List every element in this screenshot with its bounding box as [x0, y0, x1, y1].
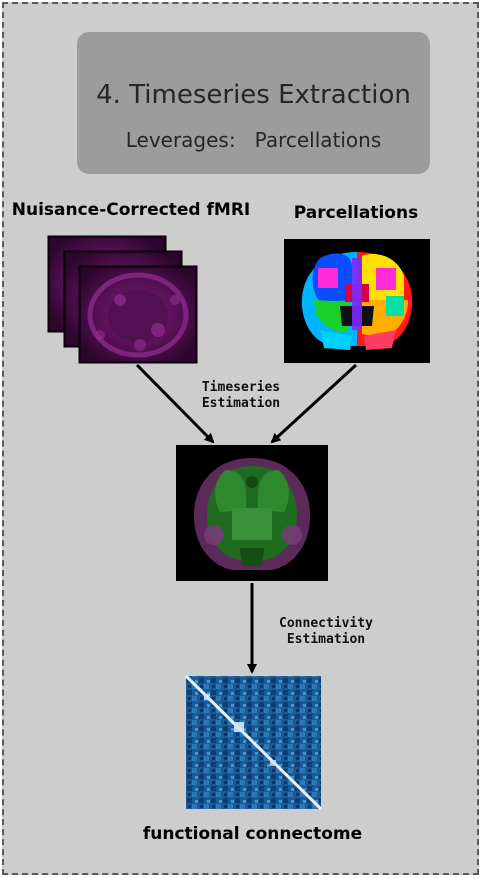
fmri-stack-icon: [47, 235, 198, 364]
connectivity-estimation-label: Connectivity Estimation: [262, 616, 390, 648]
connectome-label: functional connectome: [142, 824, 363, 844]
connectivity-line2: Estimation: [286, 632, 366, 647]
connectome-matrix-icon: [184, 674, 323, 811]
stage-title: 4. Timeseries Extraction: [96, 80, 411, 110]
timeseries-line1: Timeseries: [201, 380, 281, 395]
fmri-to-overlay-arrow: [135, 363, 215, 444]
overlay-brain-icon: [176, 445, 328, 581]
parcellation-to-overlay-arrow: [270, 363, 358, 444]
timeseries-line2: Estimation: [201, 396, 281, 411]
parcellation-brain-icon: [284, 239, 430, 363]
parcellations-label: Parcellations: [293, 203, 419, 223]
connectivity-line1: Connectivity: [279, 616, 373, 631]
stage-leverages: Leverages: Parcellations: [125, 128, 382, 152]
stage-header: 4. Timeseries Extraction Leverages: Parc…: [77, 32, 430, 174]
fmri-label: Nuisance-Corrected fMRI: [11, 200, 251, 220]
timeseries-estimation-label: Timeseries Estimation: [182, 380, 300, 412]
